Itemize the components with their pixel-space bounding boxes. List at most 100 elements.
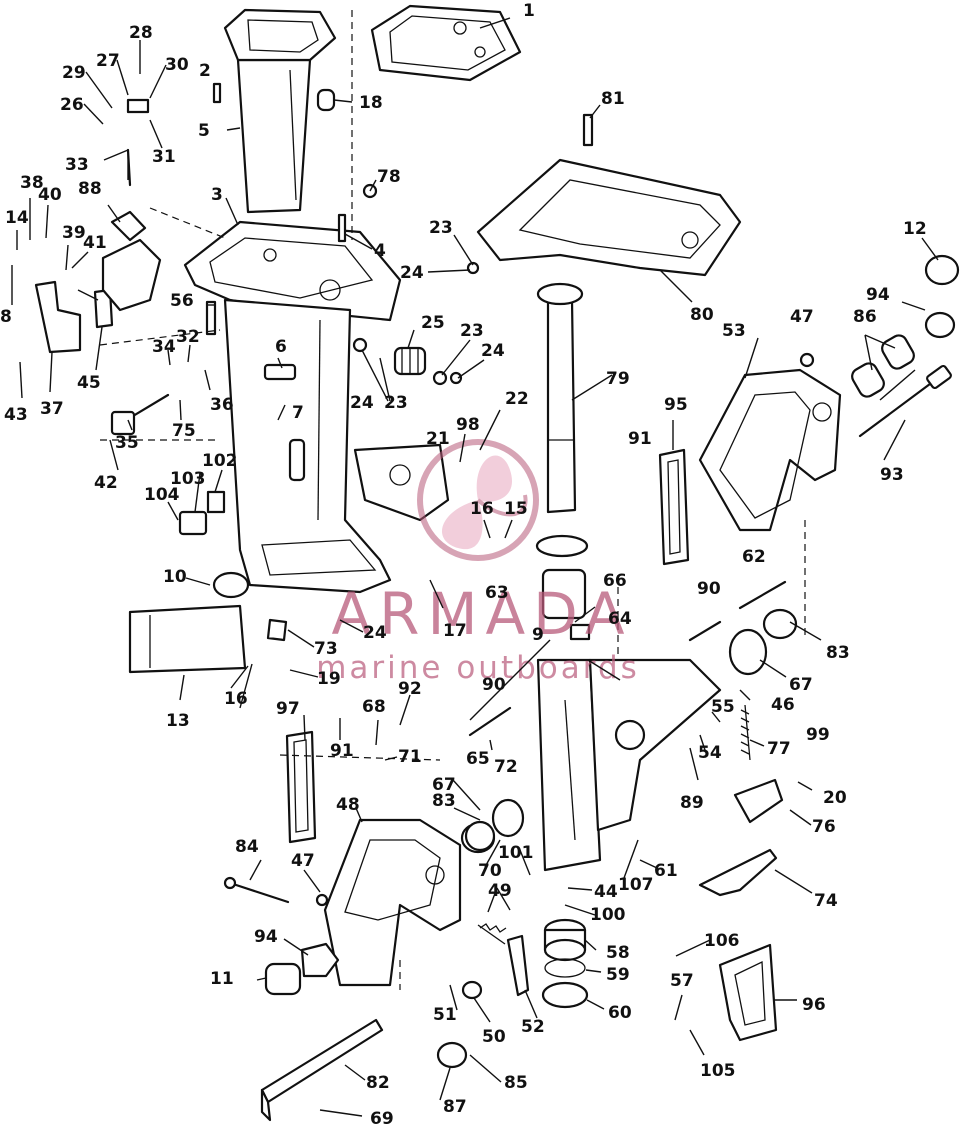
callout-72: 72	[494, 757, 518, 777]
callout-23b: 23	[460, 321, 484, 341]
callout-27: 27	[96, 51, 120, 71]
callout-20: 20	[823, 788, 847, 808]
callout-90a: 90	[697, 579, 721, 599]
callout-1: 1	[523, 1, 535, 21]
callout-105: 105	[700, 1061, 736, 1081]
callout-40: 40	[38, 185, 62, 205]
callout-8: 8	[0, 307, 12, 327]
callout-38: 38	[20, 173, 44, 193]
part-washers	[436, 820, 496, 1069]
callout-60: 60	[608, 1003, 632, 1023]
part-spring-25	[393, 346, 427, 376]
callout-21: 21	[426, 429, 450, 449]
callout-69: 69	[370, 1109, 394, 1126]
callout-2: 2	[199, 61, 211, 81]
callout-81: 81	[601, 89, 625, 109]
callout-83b: 83	[432, 791, 456, 811]
callout-91b: 91	[330, 741, 354, 761]
part-levers-right	[698, 778, 784, 897]
callout-17: 17	[443, 621, 467, 641]
callout-100: 100	[590, 905, 626, 925]
callout-104: 104	[144, 485, 180, 505]
callout-41: 41	[83, 233, 107, 253]
callout-64: 64	[608, 609, 632, 629]
callout-57: 57	[670, 971, 694, 991]
callout-102: 102	[202, 451, 238, 471]
callout-47b: 47	[291, 851, 315, 871]
callout-91a: 91	[628, 429, 652, 449]
callout-80: 80	[690, 305, 714, 325]
callout-6: 6	[275, 337, 287, 357]
callout-75: 75	[172, 421, 196, 441]
callout-90b: 90	[482, 675, 506, 695]
watermark-logo	[417, 439, 539, 561]
part-exhaust-tower	[223, 8, 337, 214]
part-cap-nut-left	[264, 942, 340, 996]
callout-37: 37	[40, 399, 64, 419]
callout-53: 53	[722, 321, 746, 341]
callout-39: 39	[62, 223, 86, 243]
callout-44: 44	[594, 882, 618, 902]
callout-35: 35	[115, 433, 139, 453]
callout-76: 76	[812, 817, 836, 837]
callout-16a: 16	[470, 499, 494, 519]
callout-99: 99	[806, 725, 830, 745]
callout-30: 30	[165, 55, 189, 75]
callout-68: 68	[362, 697, 386, 717]
callout-16b: 16	[224, 689, 248, 709]
callout-33: 33	[65, 155, 89, 175]
part-swivel-top	[476, 158, 742, 277]
part-clamp-bracket-right	[698, 368, 842, 532]
callout-77: 77	[767, 739, 791, 759]
callout-46: 46	[771, 695, 795, 715]
part-gasket-plate	[370, 4, 522, 82]
part-bracket-96	[718, 943, 778, 1042]
callout-48: 48	[336, 795, 360, 815]
callout-18: 18	[359, 93, 383, 113]
callout-9: 9	[532, 625, 544, 645]
part-bar-82	[260, 1018, 384, 1122]
watermark-subtitle: marine outboards	[316, 650, 640, 686]
callout-96: 96	[802, 995, 826, 1015]
part-bolt-84	[223, 876, 290, 904]
part-tilt-rod	[858, 364, 952, 438]
part-trim-bracket	[353, 443, 450, 522]
callout-103: 103	[170, 469, 206, 489]
part-clamp-bracket-left	[323, 818, 462, 987]
callout-15: 15	[504, 499, 528, 519]
callout-97: 97	[276, 699, 300, 719]
part-steering-tube	[536, 282, 584, 514]
part-bushings-right	[851, 254, 960, 398]
callout-26: 26	[60, 95, 84, 115]
callout-85: 85	[504, 1073, 528, 1093]
part-shaft	[110, 393, 170, 436]
callout-24a: 24	[400, 263, 424, 283]
callout-3: 3	[211, 185, 223, 205]
part-small-fasteners	[126, 82, 815, 907]
callout-47a: 47	[790, 307, 814, 327]
callout-92: 92	[398, 679, 422, 699]
callout-61: 61	[654, 861, 678, 881]
callout-23c: 23	[384, 393, 408, 413]
callout-79: 79	[606, 369, 630, 389]
callout-12: 12	[903, 219, 927, 239]
callout-7: 7	[292, 403, 304, 423]
alignment-lines	[99, 10, 806, 990]
callout-22: 22	[505, 389, 529, 409]
callout-4: 4	[374, 241, 386, 261]
part-left-brackets	[34, 210, 162, 354]
callout-24d: 24	[363, 623, 387, 643]
part-adapter-plate	[183, 220, 402, 322]
callout-31: 31	[152, 147, 176, 167]
callout-62: 62	[742, 547, 766, 567]
callout-82: 82	[366, 1073, 390, 1093]
callout-11: 11	[210, 969, 234, 989]
part-rings	[541, 918, 589, 1009]
part-cover	[128, 571, 250, 674]
callout-24b: 24	[481, 341, 505, 361]
callout-65: 65	[466, 749, 490, 769]
callout-56: 56	[170, 291, 194, 311]
callout-86: 86	[853, 307, 877, 327]
callout-89: 89	[680, 793, 704, 813]
